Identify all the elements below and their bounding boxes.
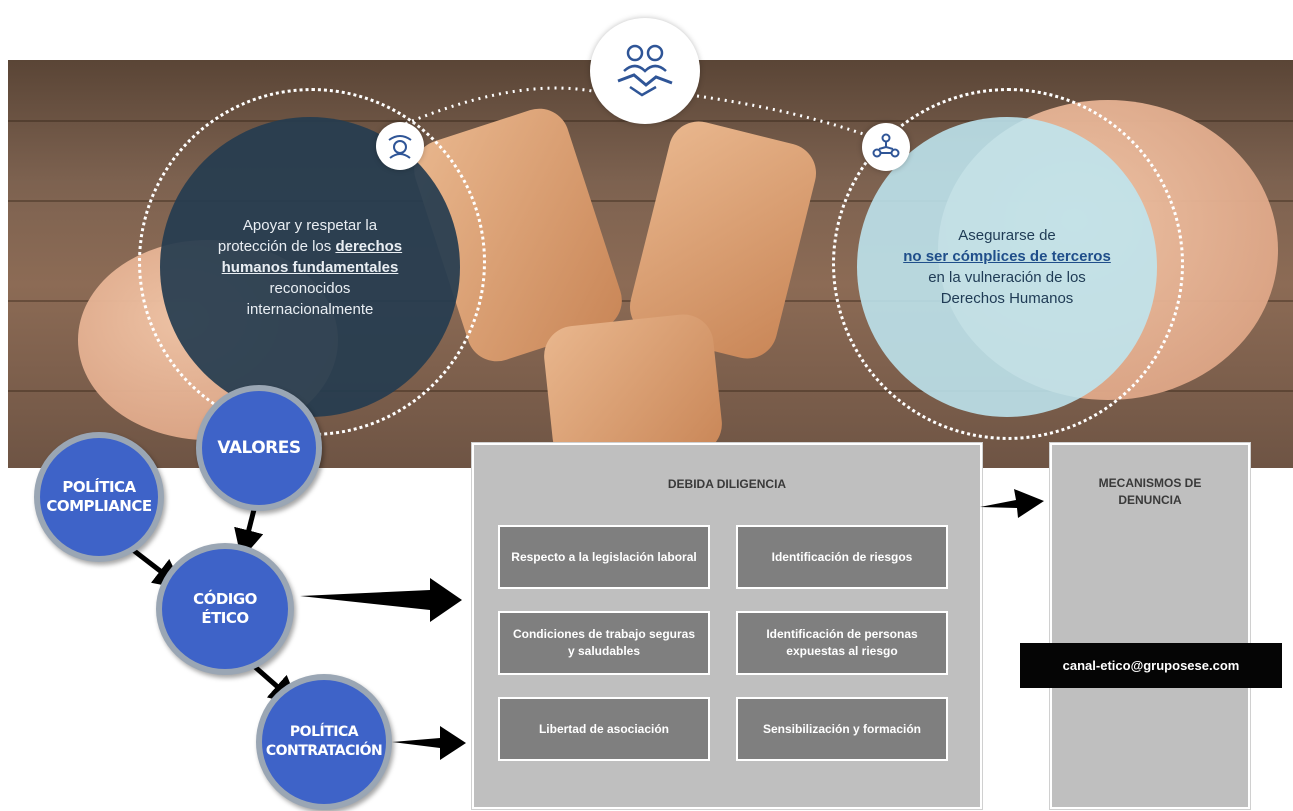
node-valores: VALORES xyxy=(196,385,322,511)
diligencia-item: Condiciones de trabajo seguras y saludab… xyxy=(498,611,710,675)
network-people-icon xyxy=(862,123,910,171)
node-label-line: COMPLIANCE xyxy=(46,497,152,515)
node-codigo-etico: CÓDIGO ÉTICO xyxy=(156,543,294,675)
bubble-right-line: Asegurarse de xyxy=(958,227,1056,244)
network-people-icon-svg xyxy=(872,133,900,158)
bubble-right-line: en la vulneración de los xyxy=(928,269,1086,286)
node-label: CÓDIGO ÉTICO xyxy=(193,590,257,628)
node-label-line: CÓDIGO xyxy=(193,590,257,608)
bubble-left-line: protección de los derechos xyxy=(195,236,425,257)
node-politica-compliance: POLÍTICA COMPLIANCE xyxy=(34,432,164,562)
bubble-left-line: internacionalmente xyxy=(246,300,374,318)
node-label: POLÍTICA CONTRATACIÓN xyxy=(265,723,383,761)
bubble-right-text: Asegurarse de no ser cómplices de tercer… xyxy=(882,225,1132,309)
bubble-left-emphasis: derechos xyxy=(335,237,403,255)
panel-debida-diligencia: DEBIDA DILIGENCIA Respecto a la legislac… xyxy=(472,443,982,809)
dotted-ring-right xyxy=(832,88,1184,440)
bubble-left-emphasis: humanos fundamentales xyxy=(221,258,399,276)
node-politica-contratacion: POLÍTICA CONTRATACIÓN xyxy=(256,674,392,810)
bubble-complices-terceros: Asegurarse de no ser cómplices de tercer… xyxy=(857,117,1157,417)
bubble-right-emphasis: no ser cómplices de terceros xyxy=(903,248,1111,265)
node-label: POLÍTICA COMPLIANCE xyxy=(46,478,152,516)
diligencia-item: Identificación de personas expuestas al … xyxy=(736,611,948,675)
bubble-left-line: protección de los xyxy=(217,237,336,255)
bubble-left-text: Apoyar y respetar la protección de los d… xyxy=(195,215,425,320)
bubble-left-line: humanos fundamentales xyxy=(195,257,425,278)
diligencia-item: Identificación de riesgos xyxy=(736,525,948,589)
node-label-line: ÉTICO xyxy=(201,609,249,627)
panel-title: MECANISMOS DE DENUNCIA xyxy=(1052,475,1248,509)
bubble-left-line: reconocidos xyxy=(269,279,351,297)
bubble-left-line: Apoyar y respetar la xyxy=(242,216,378,234)
handshake-people-icon xyxy=(590,18,700,124)
wood-plank-line xyxy=(8,200,1293,202)
node-label-line: POLÍTICA xyxy=(289,724,359,740)
panel-title-line: MECANISMOS DE xyxy=(1098,476,1202,490)
diligencia-item: Sensibilización y formación xyxy=(736,697,948,761)
diligencia-item: Libertad de asociación xyxy=(498,697,710,761)
node-label-line: POLÍTICA xyxy=(62,478,136,496)
arrow-codigo-to-diligencia xyxy=(300,578,462,622)
diligencia-item: Respecto a la legislación laboral xyxy=(498,525,710,589)
node-label: VALORES xyxy=(217,437,301,458)
person-care-icon xyxy=(376,122,424,170)
person-care-icon-svg xyxy=(388,135,412,159)
panel-title-line: DENUNCIA xyxy=(1118,493,1182,507)
panel-mecanismos-denuncia: MECANISMOS DE DENUNCIA xyxy=(1050,443,1250,809)
email-link[interactable]: canal-etico@gruposese.com xyxy=(1020,643,1282,688)
panel-title: DEBIDA DILIGENCIA xyxy=(667,477,787,491)
bubble-right-line: Derechos Humanos xyxy=(940,290,1074,307)
node-label-line: CONTRATACIÓN xyxy=(265,743,383,759)
arrow-diligencia-to-mecanismos xyxy=(980,489,1044,518)
handshake-people-icon-svg xyxy=(617,44,673,97)
arrow-contratacion-to-diligencia xyxy=(392,726,466,760)
